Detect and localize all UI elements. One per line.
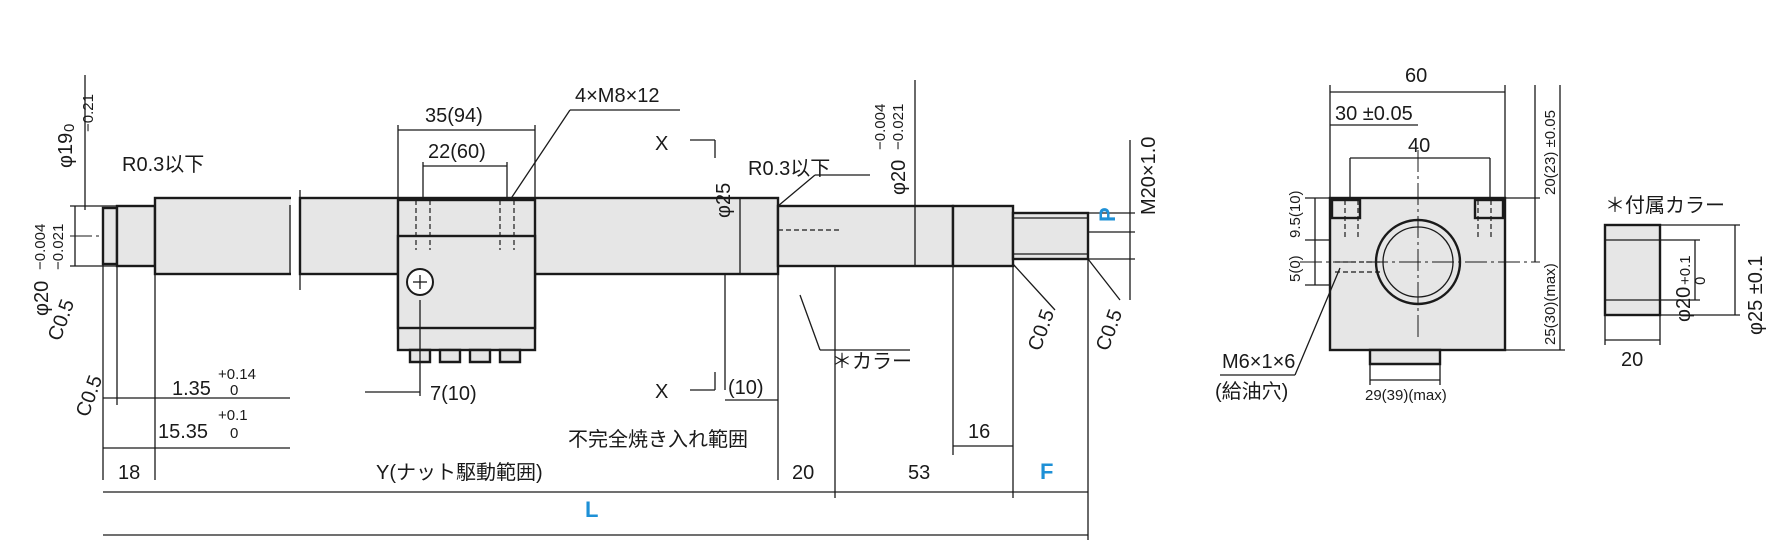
phi20-tol-lower: −0.021	[50, 224, 67, 270]
collar-note: ＊カラー	[832, 351, 912, 373]
shaft-view	[70, 75, 1135, 540]
l-label: L	[585, 497, 598, 522]
side-view	[1220, 85, 1565, 385]
dim-20: 20	[792, 462, 814, 484]
shaft-collar-region	[776, 204, 955, 268]
collar-phi25: φ25 ±0.1	[1745, 255, 1767, 335]
oil-hole-note: (給油穴)	[1215, 380, 1288, 403]
nut-offset-label: 7(10)	[430, 383, 477, 405]
section-x-top: X	[655, 133, 668, 155]
side-width: 60	[1405, 65, 1427, 87]
section-x-bottom: X	[655, 381, 668, 403]
collar-labels: ＊付属カラー φ20 +0.1 0 φ25 ±0.1 20	[1605, 194, 1767, 371]
shaft-labels: φ19 0 −0.21 R0.3以下 φ20 −0.004 −0.021 C0.…	[31, 85, 1160, 522]
oil-hole-label: M6×1×6	[1222, 351, 1295, 373]
phi19-tol-lower: −0.21	[80, 94, 97, 132]
collar-length: 20	[1621, 349, 1643, 371]
c05-right2: C0.5	[1092, 306, 1127, 353]
dim-53: 53	[908, 462, 930, 484]
f-label: F	[1040, 459, 1053, 484]
dim-1535-upper: +0.1	[218, 407, 248, 424]
quench-note: 不完全焼き入れ範囲	[568, 428, 748, 451]
c05-right1: C0.5	[1024, 306, 1059, 353]
phi25-label: φ25	[713, 183, 735, 218]
side-h25: 25(30)(max)	[1542, 263, 1559, 345]
phi20-tol-upper: −0.004	[32, 224, 49, 270]
collar-view	[1603, 223, 1740, 345]
phi20-right-label: φ20	[888, 160, 910, 195]
thread-label: M20×1.0	[1138, 137, 1160, 215]
dim-135-lower: 0	[230, 382, 238, 399]
side-h95: 9.5(10)	[1287, 190, 1304, 238]
dim-1535-lower: 0	[230, 425, 238, 442]
collar-phi20-lower: 0	[1692, 277, 1709, 285]
y-label: Y(ナット駆動範囲)	[376, 461, 543, 484]
dim-1535: 15.35	[158, 421, 208, 443]
collar-phi20-upper: +0.1	[1677, 255, 1694, 285]
shaft-left-step	[115, 204, 157, 268]
dim-135: 1.35	[172, 378, 211, 400]
phi19-tol-upper: 0	[61, 124, 78, 132]
side-height-top: 20(23) ±0.05	[1542, 110, 1559, 195]
p-label: P	[1095, 207, 1120, 222]
nut-width-label: 35(94)	[425, 105, 483, 127]
collar-body	[1603, 223, 1662, 317]
dim-18: 18	[118, 462, 140, 484]
svg-text:φ19: φ19	[55, 133, 77, 168]
side-labels: 60 30 ±0.05 40 20(23) ±0.05 9.5(10) 5(0)…	[1215, 65, 1559, 404]
side-half: 30 ±0.05	[1335, 103, 1413, 125]
shaft-left-end	[101, 206, 119, 266]
dim-10: (10)	[728, 377, 764, 399]
side-h50: 5(0)	[1287, 255, 1304, 282]
r03-right-label: R0.3以下	[748, 158, 830, 180]
shaft-thread-step	[951, 204, 1015, 268]
nut-holes-label: 4×M8×12	[575, 85, 660, 107]
dim-16: 16	[968, 421, 990, 443]
phi20-right-lower: −0.021	[890, 104, 907, 150]
collar-title: ＊付属カラー	[1605, 194, 1725, 217]
r03-left-label: R0.3以下	[122, 154, 204, 176]
shaft-thread	[1011, 211, 1090, 261]
phi20-right-upper: −0.004	[872, 104, 889, 150]
side-bottom-width: 29(39)(max)	[1365, 387, 1447, 404]
phi20-left-label: φ20	[31, 281, 53, 316]
side-pitch: 40	[1408, 135, 1430, 157]
phi19-label: φ19	[55, 133, 77, 168]
nut-inner-label: 22(60)	[428, 141, 486, 163]
c05-left-bottom: C0.5	[72, 372, 107, 419]
collar-phi20: φ20	[1673, 287, 1695, 322]
dim-135-upper: +0.14	[218, 366, 256, 383]
shaft-main-left	[153, 196, 297, 276]
shaft-main-right	[298, 196, 780, 276]
